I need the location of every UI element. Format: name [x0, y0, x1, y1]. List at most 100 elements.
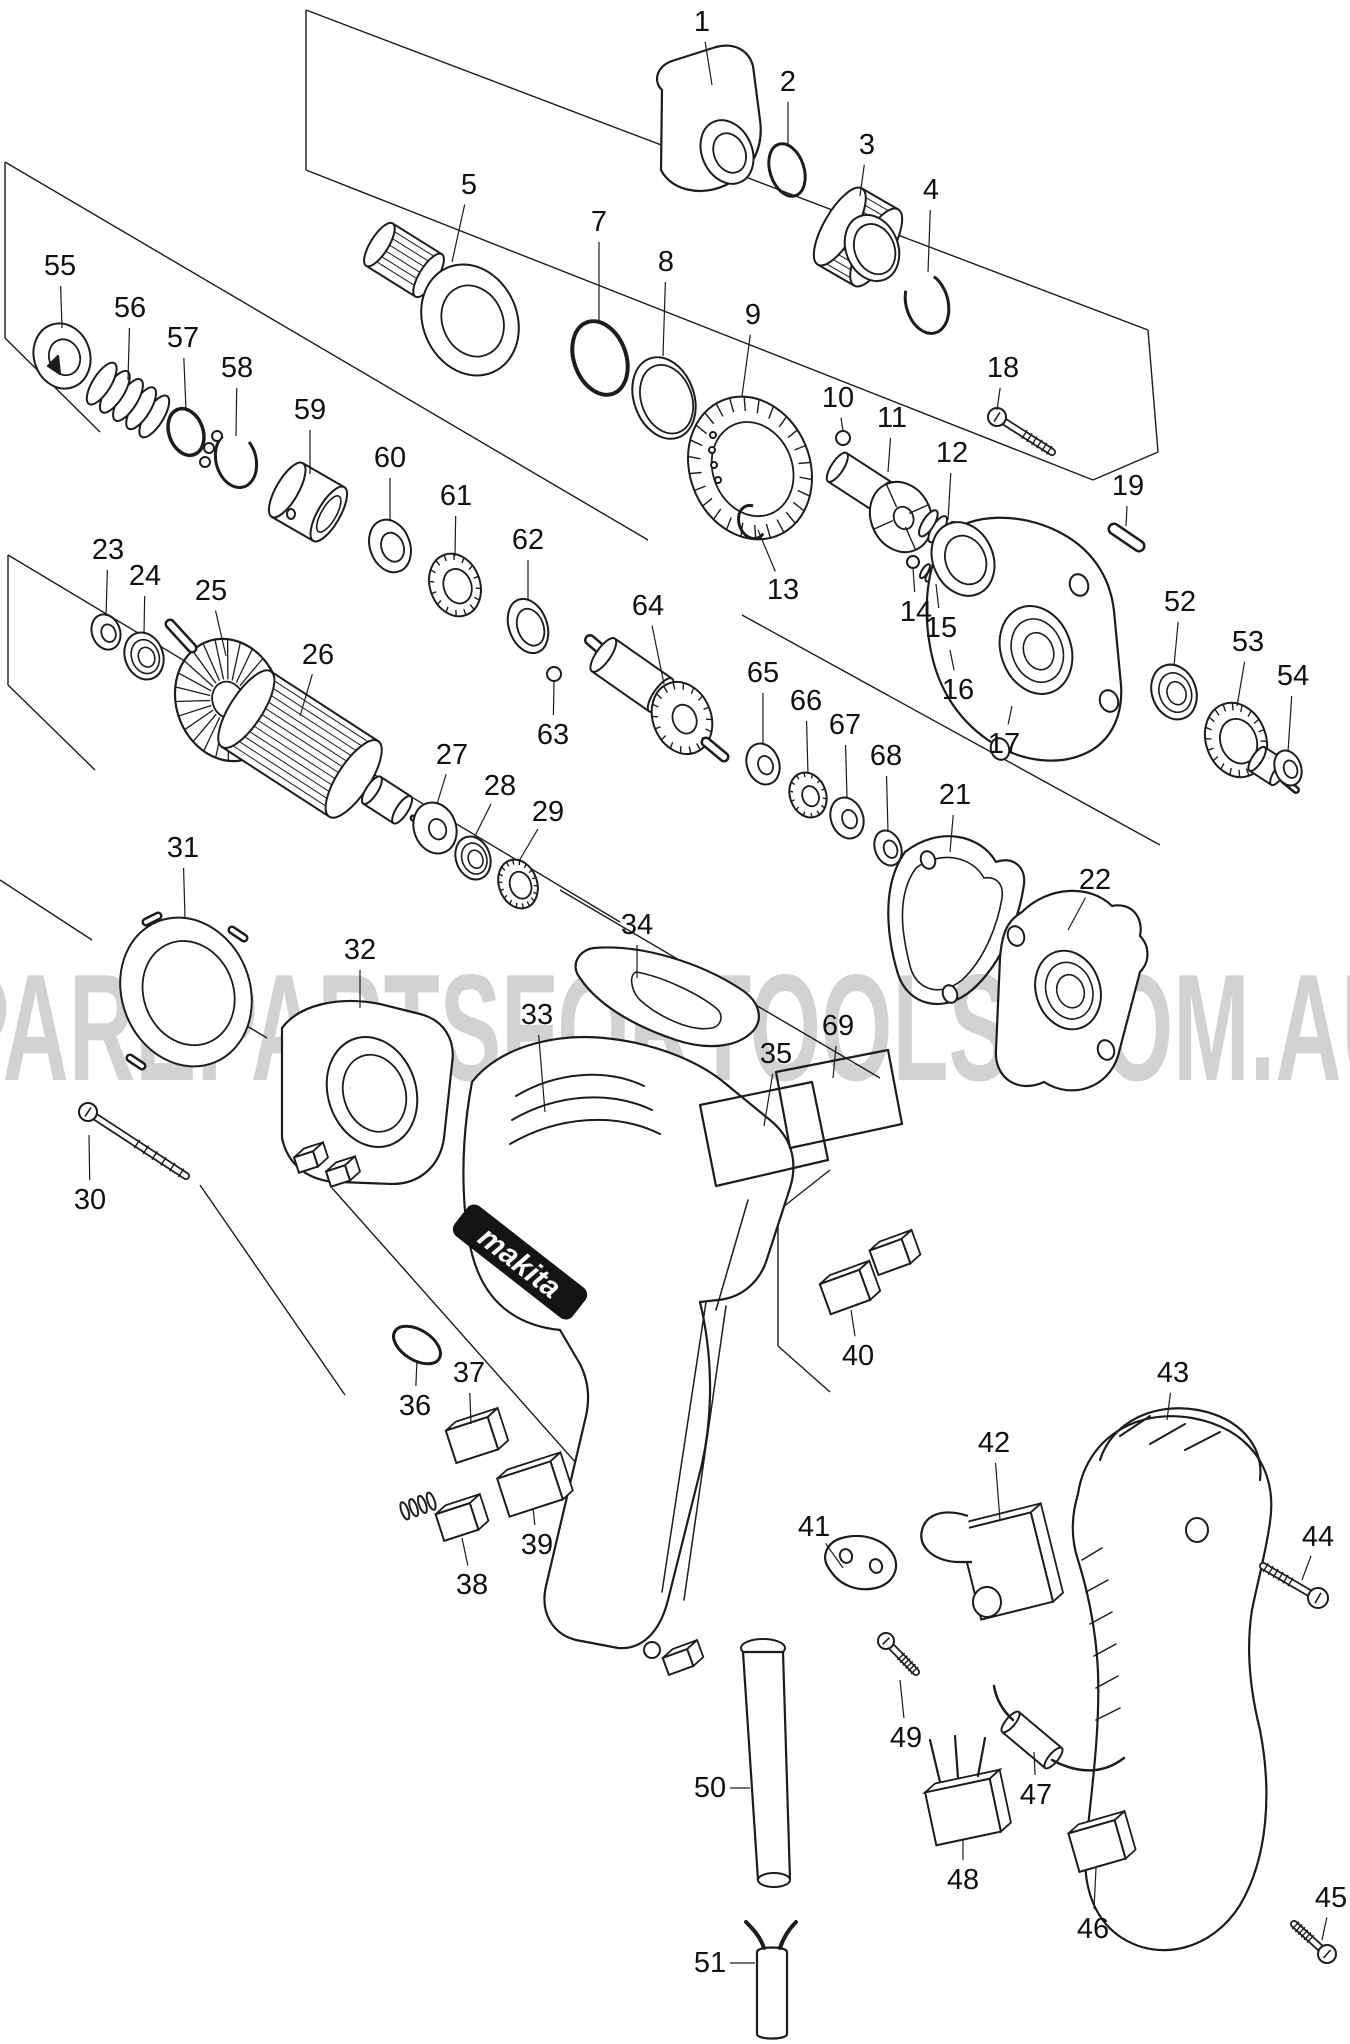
part-label-27: 27	[436, 739, 468, 771]
leader-line-53	[1236, 661, 1246, 707]
leader-line-36	[415, 1359, 418, 1387]
part-label-12: 12	[936, 437, 968, 469]
part-brush-holder-40b	[868, 1228, 922, 1277]
part-label-1: 1	[694, 6, 710, 38]
part-fan-washer-27	[412, 801, 458, 855]
part-label-plate-69	[774, 1048, 904, 1150]
part-label-5: 5	[461, 169, 477, 201]
part-retainer-31-tab-b	[227, 925, 249, 943]
part-cord-clamp-41	[824, 1534, 898, 1591]
part-handle-43-cap	[1098, 1407, 1262, 1482]
part-chuck-cap-1-opening	[699, 119, 755, 185]
part-label-46: 46	[1077, 1913, 1109, 1945]
part-label-58: 58	[221, 352, 253, 384]
part-label-17: 17	[988, 728, 1020, 760]
part-steel-ball-63	[546, 666, 562, 682]
part-label-66: 66	[790, 685, 822, 717]
part-housing-33-vent-c	[509, 1118, 661, 1145]
leader-line-13	[757, 529, 776, 572]
leader-line-55	[60, 285, 63, 329]
leader-line-57	[183, 357, 187, 411]
part-flat-washer-8	[631, 356, 697, 440]
part-label-61: 61	[440, 480, 472, 512]
leader-line-23	[105, 569, 108, 617]
part-retainer-ring-31	[119, 916, 253, 1068]
part-resistor-47	[1000, 1710, 1064, 1770]
leader-line-40	[850, 1309, 856, 1337]
leader-line-47	[1033, 1751, 1036, 1776]
part-label-56: 56	[114, 292, 146, 324]
part-screw-45	[1290, 1920, 1337, 1964]
leader-line-24	[143, 595, 146, 635]
leader-line-67	[844, 744, 848, 799]
part-clip-58	[213, 435, 259, 490]
leader-line-16	[949, 649, 955, 671]
part-label-60: 60	[374, 442, 406, 474]
leader-line-68	[885, 775, 889, 833]
part-label-23: 23	[92, 534, 124, 566]
part-label-2: 2	[780, 66, 796, 98]
part-washer-67	[829, 796, 865, 840]
part-bearing-box-22-rings	[1034, 949, 1102, 1031]
part-seal-36	[392, 1324, 442, 1366]
part-label-52: 52	[1164, 586, 1196, 618]
part-label-53: 53	[1232, 626, 1264, 658]
part-o-ring-57	[166, 406, 206, 458]
leader-line-29	[518, 828, 539, 862]
leader-line-41	[825, 1542, 844, 1569]
leader-line-63	[552, 681, 555, 716]
part-label-67: 67	[829, 709, 861, 741]
part-drum-9-hole-a	[714, 476, 722, 484]
part-label-10: 10	[822, 382, 854, 414]
part-housing-33-rib-b	[683, 1305, 727, 1601]
part-label-26: 26	[302, 639, 334, 671]
part-pan-head-screw-18	[987, 407, 1056, 456]
part-drum-9-hole-b	[710, 461, 718, 469]
part-label-44: 44	[1302, 1521, 1334, 1553]
leader-line-64	[651, 625, 665, 685]
part-trigger-pivot	[643, 1641, 661, 1659]
leader-line-15	[935, 583, 940, 609]
leader-line-11	[887, 437, 892, 473]
leader-line-45	[1321, 1917, 1328, 1941]
part-ball-bearing-24	[123, 631, 165, 681]
leader-line-3	[859, 164, 865, 197]
part-washer-60	[368, 518, 412, 574]
part-label-14: 14	[900, 596, 932, 628]
part-drum-9-hole-d	[709, 431, 717, 439]
part-label-69: 69	[822, 1010, 854, 1042]
part-locator-5-shaft	[363, 221, 445, 299]
part-pin-19	[1107, 522, 1146, 553]
part-washer-54	[1273, 749, 1303, 787]
part-cord-51-wire-b	[778, 1920, 798, 1950]
part-label-64: 64	[632, 590, 664, 622]
leader-line-58	[235, 387, 238, 437]
part-label-33: 33	[521, 999, 553, 1031]
part-label-15: 15	[925, 612, 957, 644]
part-label-49: 49	[890, 1722, 922, 1754]
leader-line-26	[299, 674, 313, 717]
part-steel-ball-14	[906, 555, 920, 569]
part-label-22: 22	[1079, 864, 1111, 896]
part-washer-62	[506, 597, 550, 655]
part-handle-43-ridges	[1119, 1415, 1221, 1451]
group-border-line	[4, 161, 649, 541]
part-gear-housing-17-snout	[930, 521, 996, 597]
part-gasket-21-hole-a	[919, 850, 937, 870]
group-border-line	[199, 1184, 346, 1396]
part-toothed-ring-61	[428, 552, 482, 618]
leader-line-18	[996, 387, 1001, 411]
part-label-65: 65	[747, 657, 779, 689]
part-boot-50-body	[741, 1650, 792, 1882]
leader-line-44	[1301, 1555, 1312, 1581]
part-gasket-21	[887, 835, 1026, 1005]
part-lever-34-slot	[630, 971, 722, 1030]
part-label-16: 16	[942, 674, 974, 706]
part-label-4: 4	[923, 174, 939, 206]
leader-line-54	[1287, 695, 1293, 753]
leader-line-4	[927, 209, 931, 273]
leader-line-61	[454, 515, 457, 557]
part-cap-55-mark	[46, 354, 62, 376]
part-spindle-11-flange	[868, 480, 934, 554]
part-spindle-64-stub	[700, 736, 730, 763]
